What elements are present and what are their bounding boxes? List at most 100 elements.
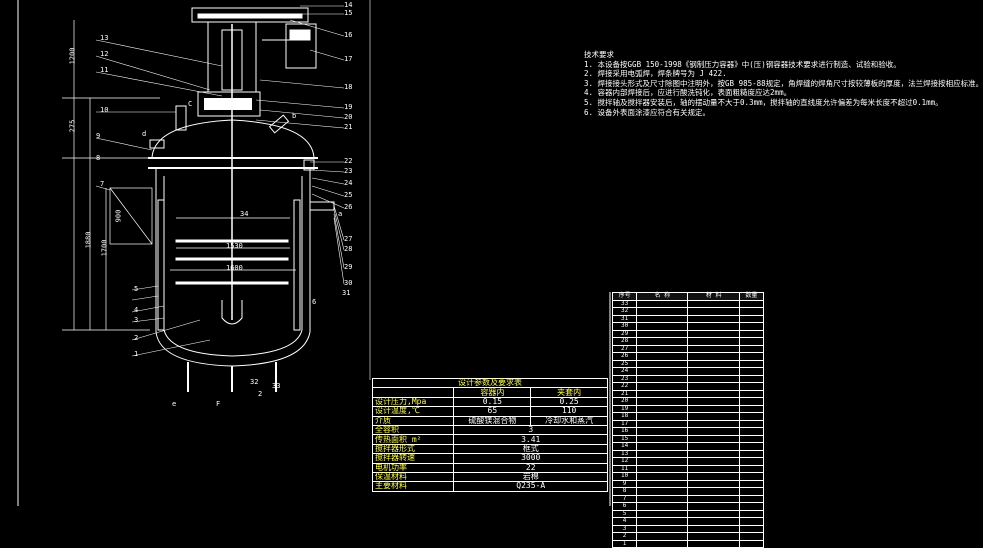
parts-cell [738,524,765,533]
baffle-left [157,199,165,331]
dim-label-1200: 1200 [68,47,77,65]
dim-label-1530: 1530 [226,242,243,250]
parts-cell [636,299,689,308]
leader-label: 9 [96,132,101,140]
parts-cell [636,524,689,533]
parts-cell [636,359,689,368]
parts-cell [687,374,740,383]
parts-cell [738,322,765,331]
parts-row: 25 [611,359,765,368]
cell: 电机功率 [371,462,455,473]
parts-cell [687,539,740,548]
leader-label: 13 [100,34,109,42]
parts-row: 16 [611,427,765,436]
nozzle-c [175,105,187,131]
cell: 岩棉 [453,471,608,483]
dimensions [62,20,296,331]
frame-bar-top [175,239,289,243]
design-table-title: 设计参数及要求表 [372,377,608,389]
design-header: 夹套内 [530,387,608,398]
cell: 65 [453,406,532,417]
parts-cell [738,299,765,308]
leader-label: 28 [344,245,353,253]
cell: 传热面积 m² [371,434,455,445]
leader-label: 12 [100,50,109,58]
parts-cell [636,397,689,406]
parts-cell [738,382,765,391]
parts-cell [738,397,765,406]
parts-row: 1 [611,539,765,548]
parts-row: 19 [611,404,765,413]
parts-cell [687,307,740,316]
parts-cell: 10 [611,472,638,481]
parts-cell [636,517,689,526]
dim-label-1700: 1700 [100,239,109,257]
leader-label: 21 [344,123,353,131]
nozzle-label-b: b [292,112,297,120]
cell: 22 [453,462,608,473]
parts-cell: 24 [611,367,638,376]
leader-label: 23 [344,167,353,175]
parts-cell [738,352,765,361]
leader-label: 29 [344,263,353,271]
parts-cell [738,479,765,488]
parts-row: 12 [611,457,765,466]
parts-cell [636,442,689,451]
nozzle-b [268,114,290,134]
leader-label: 26 [344,203,353,211]
leader-label: 4 [134,306,139,314]
parts-cell [687,404,740,413]
parts-header: 名 称 [636,292,689,301]
parts-cell [687,314,740,323]
parts-cell [738,329,765,338]
parts-row: 20 [611,397,765,406]
parts-row: 31 [611,314,765,323]
parts-cell [636,449,689,458]
parts-cell [738,502,765,511]
parts-row: 8 [611,487,765,496]
dim-label-34: 34 [240,210,249,218]
parts-cell [687,442,740,451]
parts-cell [738,464,765,473]
parts-row: 18 [611,412,765,421]
parts-row: 13 [611,449,765,458]
parts-cell [636,382,689,391]
leader-label: 1 [134,350,139,358]
parts-cell [687,509,740,518]
parts-cell: 8 [611,487,638,496]
dim-label-900: 900 [114,209,123,223]
parts-cell [636,464,689,473]
leader-label: 3 [134,316,139,324]
parts-cell [738,487,765,496]
parts-row: 10 [611,472,765,481]
table-row: 介质硫酸镁混合物冷却水和蒸汽 [371,415,608,426]
anchor-blade [221,300,243,325]
parts-cell [687,412,740,421]
parts-cell [687,367,740,376]
parts-row: 28 [611,337,765,346]
leader-label: 2 [134,334,139,342]
dim-label-1880: 1880 [84,231,93,249]
reactor-drawing [17,0,611,506]
seal-housing [197,91,261,117]
leader-label: 27 [344,235,353,243]
leader-label: 7 [100,180,105,188]
inner-lower-head [163,329,303,357]
parts-cell [636,307,689,316]
parts-cell: 14 [611,442,638,451]
manhole-box [109,187,153,245]
parts-cell [738,367,765,376]
leader-label: 22 [344,157,353,165]
parts-cell [738,314,765,323]
design-header [371,387,455,398]
parts-cell [687,352,740,361]
dim-label-275: 275 [68,119,77,133]
nozzle-e [303,159,315,171]
parts-cell [636,509,689,518]
parts-cell [738,457,765,466]
cell: 冷却水和蒸汽 [530,415,608,426]
